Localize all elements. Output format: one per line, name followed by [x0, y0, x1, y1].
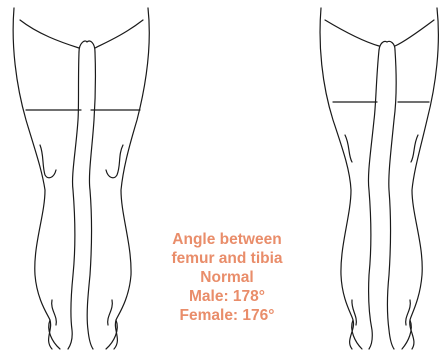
annotation-line-1: Angle between	[150, 230, 304, 249]
annotation-female-value: Female: 176°	[150, 306, 304, 325]
right-leg-outer-contour	[410, 8, 439, 349]
annotation-male-value: Male: 178°	[150, 287, 304, 306]
annotation-normal-label: Normal	[150, 268, 304, 287]
left-groin-curve	[20, 20, 79, 48]
right-knee-mark	[411, 135, 418, 162]
right-gluteal-curve	[395, 20, 434, 46]
right-groin-curve	[95, 20, 143, 48]
right-leg-inner-contour	[87, 52, 95, 349]
femur-tibia-angle-annotation: Angle between femur and tibia Normal Mal…	[150, 230, 304, 325]
left-leg-inner-contour	[368, 50, 379, 349]
right-knee-mark	[106, 145, 123, 178]
legs-back-view	[320, 8, 438, 349]
annotation-line-2: femur and tibia	[150, 249, 304, 268]
right-leg-inner-contour	[388, 50, 397, 349]
left-ankle-mark	[52, 300, 57, 325]
left-leg-outer-contour	[320, 8, 353, 349]
right-ankle-mark	[108, 300, 113, 325]
left-leg-inner-contour	[68, 52, 79, 349]
left-knee-mark	[40, 145, 56, 178]
crotch-line	[79, 41, 95, 52]
left-knee-mark	[345, 135, 352, 162]
right-leg-outer-contour	[114, 8, 149, 349]
left-leg-outer-contour	[13, 8, 52, 349]
left-gluteal-curve	[325, 20, 379, 46]
legs-front-view	[13, 8, 149, 349]
crotch-line	[379, 41, 395, 50]
